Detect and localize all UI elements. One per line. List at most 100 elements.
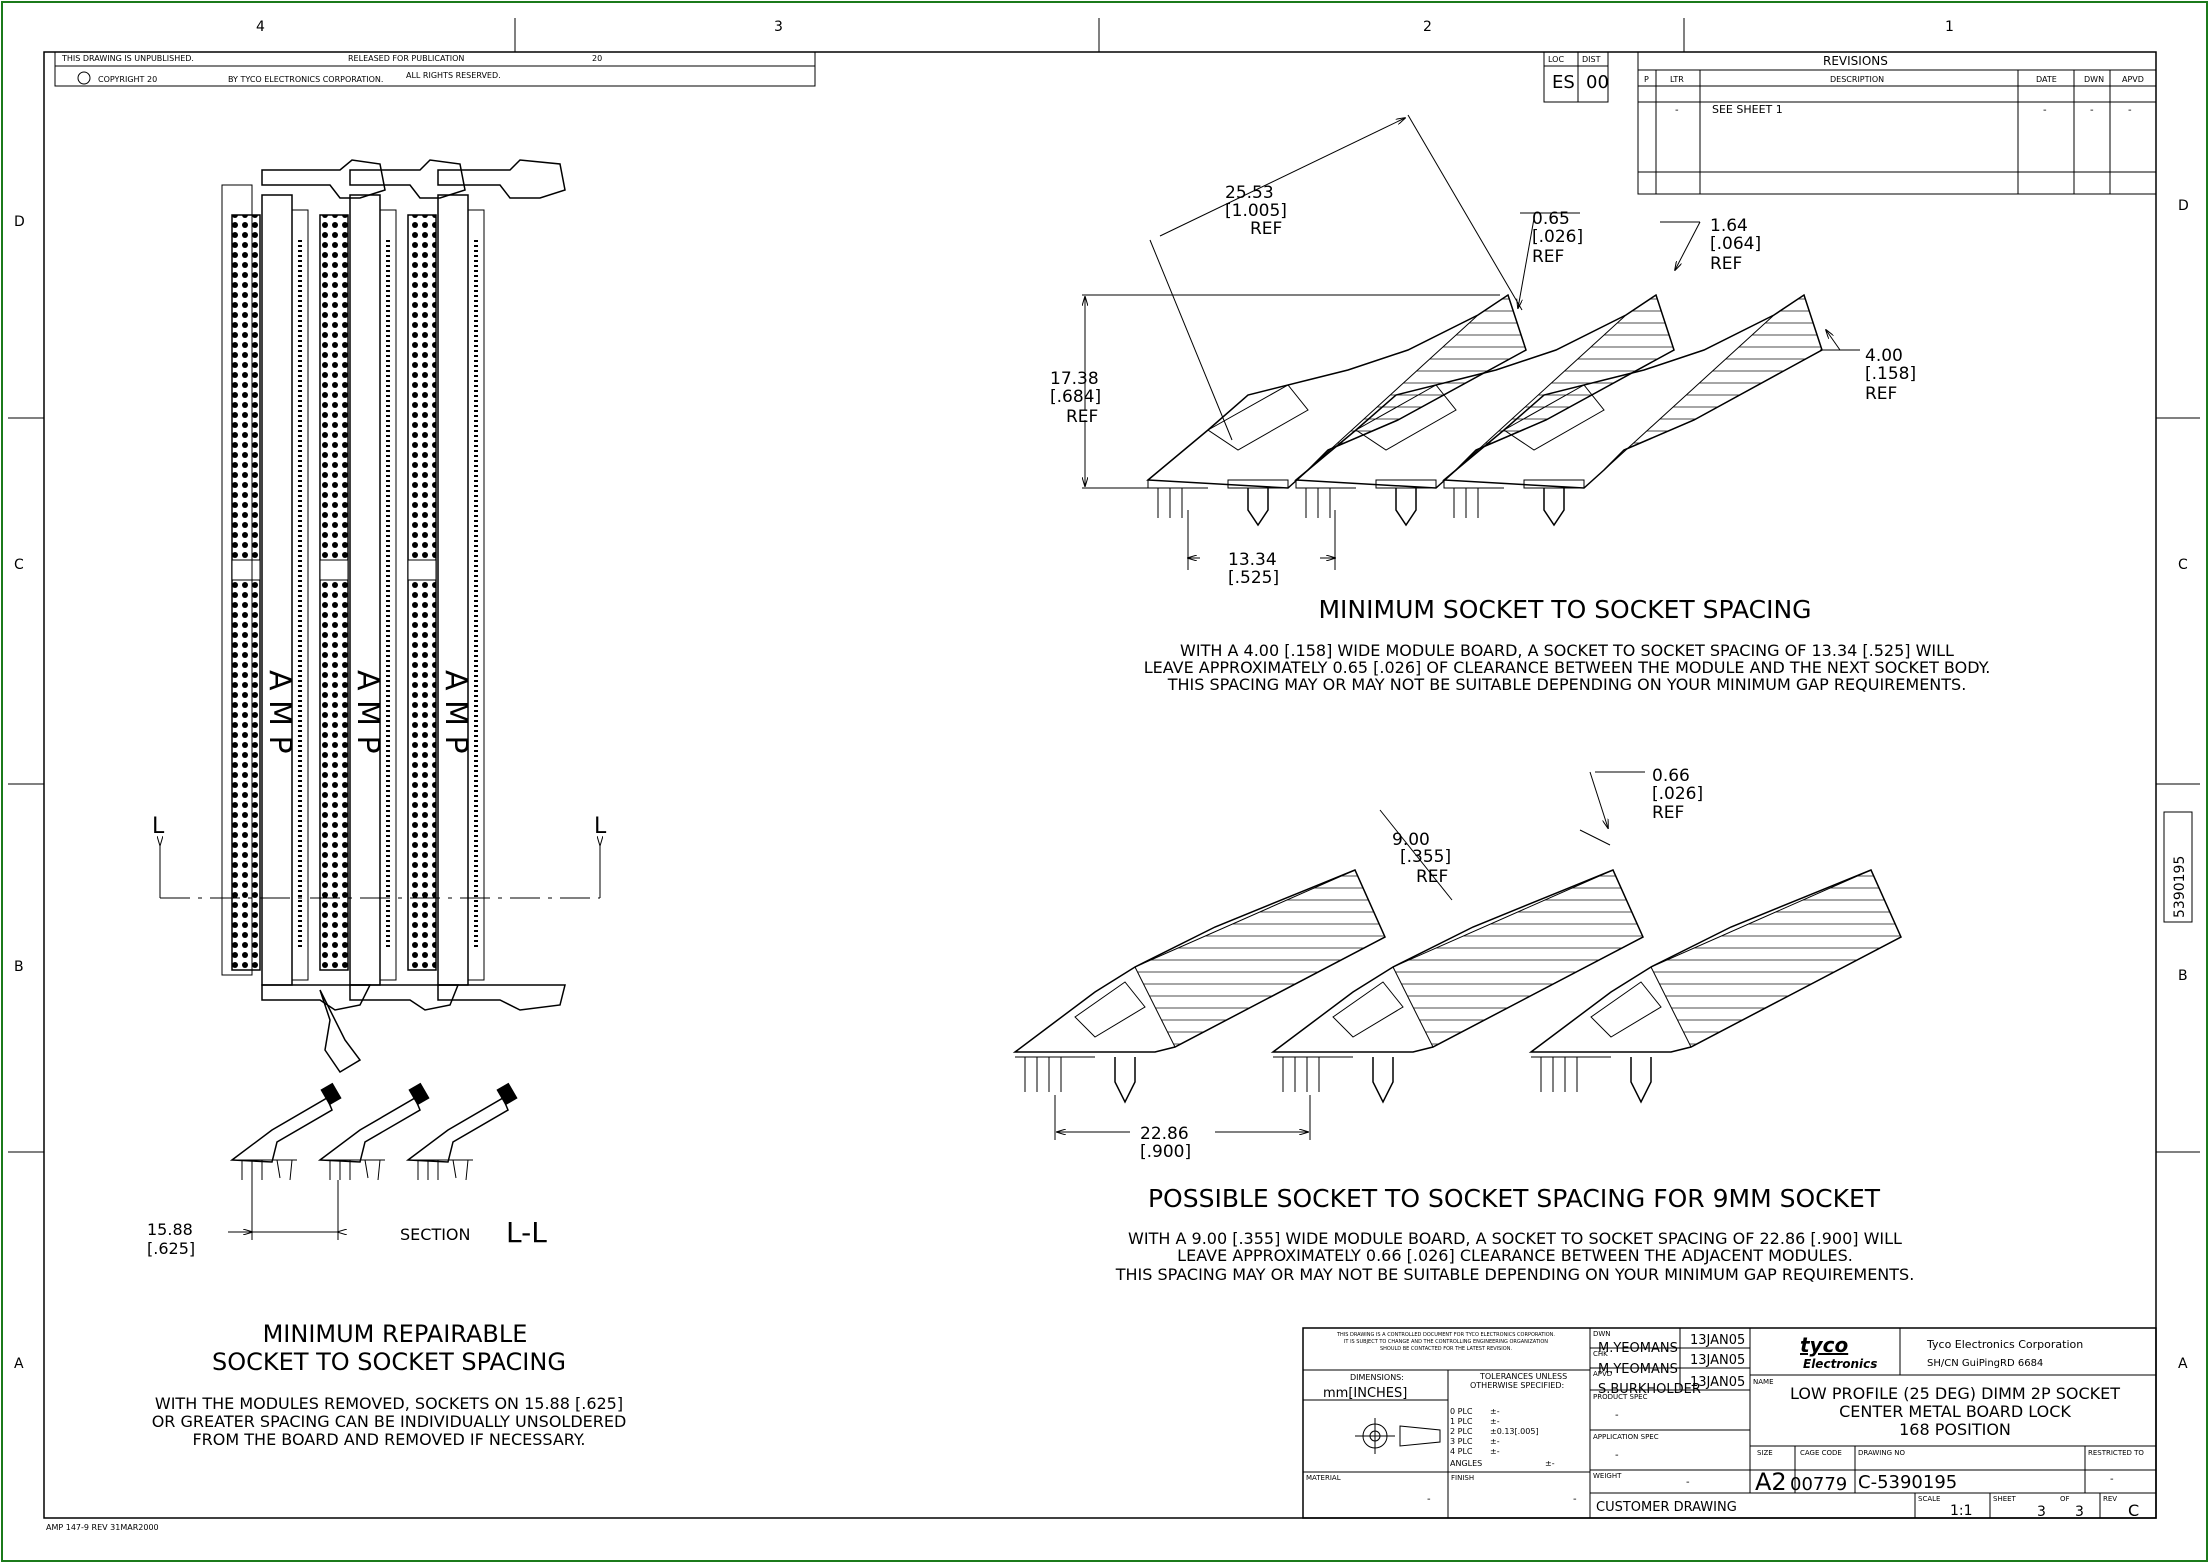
svg-text:[1.005]: [1.005]	[1225, 201, 1287, 221]
copyright-by: BY TYCO ELECTRONICS CORPORATION.	[228, 75, 383, 84]
zone-labels: 4 3 2 1 D C B A D C B A	[14, 19, 2189, 1372]
svg-text:OTHERWISE SPECIFIED:: OTHERWISE SPECIFIED:	[1470, 1381, 1564, 1390]
svg-text:±-: ±-	[1490, 1417, 1500, 1426]
svg-text:[.026]: [.026]	[1532, 227, 1583, 247]
svg-text:[.158]: [.158]	[1865, 364, 1916, 384]
svg-text:[.355]: [.355]	[1400, 847, 1451, 867]
dim-9-00: 9.00	[1392, 830, 1430, 850]
svg-text:-: -	[1615, 1450, 1619, 1461]
drawing-number: C-5390195	[1858, 1472, 1957, 1493]
socket-top-view: A M P A M P A M P L	[152, 159, 607, 1074]
svg-text:REF: REF	[1250, 219, 1282, 239]
svg-text:DWN: DWN	[2084, 75, 2104, 84]
svg-text:REF: REF	[1066, 407, 1098, 427]
units: mm[INCHES]	[1323, 1386, 1407, 1401]
zone-top-1: 1	[1945, 19, 1954, 35]
part-name-3: 168 POSITION	[1899, 1420, 2011, 1439]
dim-17-38: 17.38	[1050, 369, 1099, 389]
svg-text:±-: ±-	[1490, 1437, 1500, 1446]
header-strip: THIS DRAWING IS UNPUBLISHED. RELEASED FO…	[54, 51, 816, 87]
svg-text:-: -	[1427, 1494, 1431, 1505]
min-spacing-notes: MINIMUM SOCKET TO SOCKET SPACING WITH A …	[1144, 595, 1991, 694]
svg-text:-: -	[2090, 105, 2094, 116]
svg-text:[.684]: [.684]	[1050, 387, 1101, 407]
zone-right-b: B	[2178, 968, 2188, 984]
svg-text:[.900]: [.900]	[1140, 1142, 1191, 1162]
copyright-text: COPYRIGHT 20	[98, 75, 157, 84]
loc-value: ES	[1552, 72, 1575, 93]
latch-lever	[319, 989, 362, 1074]
tyco-logo: tyco Electronics	[1800, 1333, 1877, 1371]
svg-text:tyco: tyco	[1800, 1333, 1848, 1357]
socket-2: A M P	[319, 159, 466, 1011]
min-spacing-view: 25.53 [1.005] REF 0.65 [.026] REF 1.64 […	[1050, 114, 1916, 588]
socket-3: A M P	[407, 159, 566, 1011]
company-address: SH/CN GuiPingRD 6684	[1927, 1358, 2043, 1369]
svg-text:APPLICATION SPEC: APPLICATION SPEC	[1593, 1433, 1659, 1441]
sheet-size: A2	[1755, 1468, 1787, 1496]
zone-left-a: A	[14, 1356, 24, 1372]
svg-text:SCALE: SCALE	[1918, 1495, 1940, 1503]
svg-text:REF: REF	[1865, 384, 1897, 404]
svg-text:[.026]: [.026]	[1652, 784, 1703, 804]
dist-value: 00	[1586, 72, 1609, 93]
zone-top-4: 4	[256, 19, 265, 35]
dim-22-86: 22.86	[1140, 1124, 1189, 1144]
svg-text:-: -	[1573, 1494, 1577, 1505]
svg-text:±-: ±-	[1490, 1447, 1500, 1456]
svg-text:DIST: DIST	[1582, 55, 1601, 64]
svg-text:±-: ±-	[1490, 1407, 1500, 1416]
dim-1-64: 1.64	[1710, 216, 1748, 236]
section-label: SECTION	[400, 1225, 471, 1244]
svg-text:OF: OF	[2060, 1495, 2070, 1503]
svg-text:[.525]: [.525]	[1228, 568, 1279, 588]
min-spacing-note-1: WITH A 4.00 [.158] WIDE MODULE BOARD, A …	[1180, 641, 1954, 660]
nine-mm-title: POSSIBLE SOCKET TO SOCKET SPACING FOR 9M…	[1148, 1184, 1881, 1213]
tolerance-list: 0 PLC ±- 1 PLC ±- 2 PLC ±0.13[.005] 3 PL…	[1450, 1407, 1555, 1468]
part-name-2: CENTER METAL BOARD LOCK	[1839, 1402, 2071, 1421]
company-name: Tyco Electronics Corporation	[1926, 1338, 2083, 1351]
cage-code: 00779	[1790, 1474, 1847, 1495]
svg-text:REF: REF	[1532, 247, 1564, 267]
svg-text:-: -	[2043, 105, 2047, 116]
svg-text:DIMENSIONS:: DIMENSIONS:	[1350, 1373, 1404, 1382]
svg-text:±-: ±-	[1545, 1459, 1555, 1468]
drawn-date: 13JAN05	[1690, 1333, 1745, 1348]
repairable-title-2: SOCKET TO SOCKET SPACING	[212, 1348, 566, 1376]
svg-text:2 PLC: 2 PLC	[1450, 1427, 1473, 1436]
section-marker-left: L	[152, 814, 165, 839]
repairable-note-1: WITH THE MODULES REMOVED, SOCKETS ON 15.…	[155, 1394, 623, 1413]
svg-text:CAGE CODE: CAGE CODE	[1800, 1449, 1842, 1457]
min-spacing-note-2: LEAVE APPROXIMATELY 0.65 [.026] OF CLEAR…	[1144, 658, 1991, 677]
dim-0-65: 0.65	[1532, 209, 1570, 229]
nine-mm-spacing-notes: POSSIBLE SOCKET TO SOCKET SPACING FOR 9M…	[1115, 1184, 1915, 1284]
svg-text:SIZE: SIZE	[1757, 1449, 1773, 1457]
dim-25-53: 25.53	[1225, 183, 1274, 203]
approved-date: 13JAN05	[1690, 1375, 1745, 1390]
svg-text:1 PLC: 1 PLC	[1450, 1417, 1473, 1426]
svg-text:REF: REF	[1710, 254, 1742, 274]
svg-text:SHEET: SHEET	[1993, 1495, 2017, 1503]
min-spacing-note-3: THIS SPACING MAY OR MAY NOT BE SUITABLE …	[1167, 675, 1967, 694]
svg-text:MATERIAL: MATERIAL	[1306, 1474, 1341, 1482]
svg-text:DWN: DWN	[1593, 1330, 1611, 1338]
svg-text:5390195: 5390195	[2172, 856, 2188, 918]
svg-text:Electronics: Electronics	[1803, 1357, 1877, 1371]
svg-text:WEIGHT: WEIGHT	[1593, 1472, 1622, 1480]
svg-text:APVD: APVD	[1593, 1370, 1612, 1378]
dim-15-88: 15.88	[147, 1220, 193, 1239]
projection-symbol-icon	[1355, 1418, 1441, 1454]
repairable-title-1: MINIMUM REPAIRABLE	[263, 1320, 528, 1348]
svg-text:DATE: DATE	[2036, 75, 2057, 84]
svg-text:TOLERANCES UNLESS: TOLERANCES UNLESS	[1479, 1372, 1567, 1381]
side-drawing-number: 5390195	[2163, 811, 2193, 923]
svg-text:DESCRIPTION: DESCRIPTION	[1830, 75, 1884, 84]
svg-text:REV: REV	[2103, 1495, 2117, 1503]
zone-left-d: D	[14, 214, 25, 230]
unpublished-text: THIS DRAWING IS UNPUBLISHED.	[61, 54, 194, 63]
svg-text:THIS DRAWING IS A CONTROLLED D: THIS DRAWING IS A CONTROLLED DOCUMENT FO…	[1336, 1332, 1555, 1338]
zone-left-b: B	[14, 959, 24, 975]
approved-by: S.BURKHOLDER	[1598, 1382, 1701, 1397]
drawn-by: M.YEOMANS	[1598, 1341, 1678, 1356]
